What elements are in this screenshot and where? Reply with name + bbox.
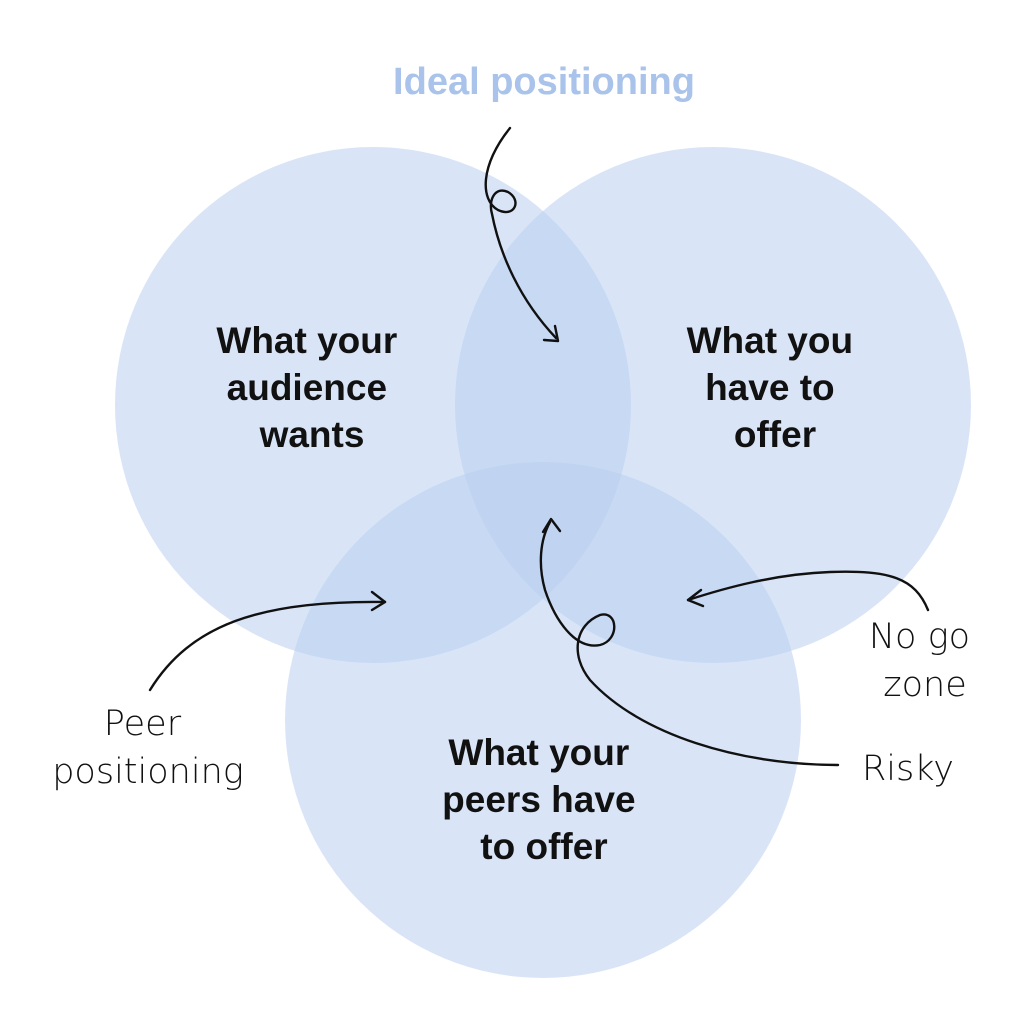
diagram-title: Ideal positioning	[393, 61, 695, 103]
callout-peer-positioning: Peer positioning	[52, 704, 244, 792]
circle-you-label: What you have to offer	[687, 320, 864, 455]
callout-no-go-zone-line: No go	[869, 617, 970, 657]
callout-peer-positioning-line: positioning	[52, 752, 244, 792]
callout-no-go-zone: No go zone	[869, 617, 981, 705]
arrow-risky	[539, 517, 840, 767]
circle-peers-label-line: What your	[448, 732, 629, 773]
circle-peers	[285, 462, 801, 978]
circle-peers-label-line: peers have	[442, 779, 635, 820]
circle-audience-label-line: audience	[227, 367, 387, 408]
callout-no-go-zone-line: zone	[883, 665, 967, 705]
arrow-no-go-zone	[686, 570, 930, 612]
callout-risky: Risky	[862, 749, 954, 789]
circle-audience-label-line: wants	[259, 414, 365, 455]
circle-peers-label-line: to offer	[480, 826, 607, 867]
circle-you-label-line: What you	[687, 320, 853, 361]
circle-you-label-line: have to	[705, 367, 835, 408]
circle-peers-label: What your peers have to offer	[442, 732, 646, 867]
circle-audience-label: What your audience wants	[216, 320, 407, 455]
callout-risky-line: Risky	[862, 749, 954, 789]
arrow-peer-positioning	[148, 590, 387, 692]
circle-you-label-line: offer	[734, 414, 816, 455]
circle-audience-label-line: What your	[216, 320, 397, 361]
arrow-ideal-positioning	[484, 126, 560, 343]
callout-peer-positioning-line: Peer	[104, 704, 182, 744]
